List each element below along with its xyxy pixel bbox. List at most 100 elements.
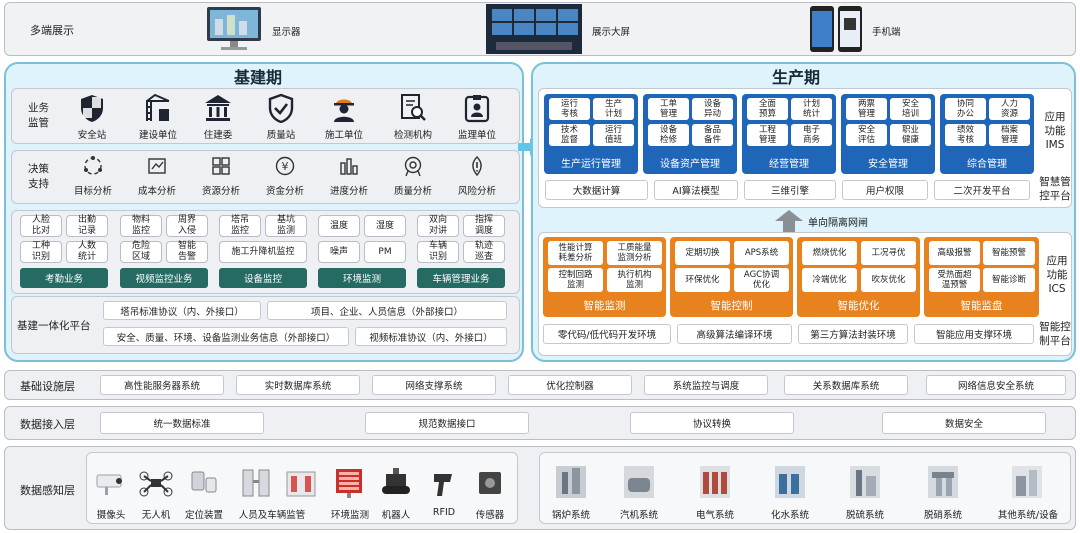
ims-item: 设备 检修 [648, 124, 689, 146]
group-item: 周界 入侵 [166, 215, 208, 237]
device-label: 机器人 [381, 510, 411, 521]
other-systems-icon [1010, 464, 1044, 500]
decision-item-label: 成本分析 [137, 186, 176, 197]
ims-item: 运行 考核 [549, 98, 590, 120]
ims-item: 协同 办公 [945, 98, 986, 120]
group-item: 智能 告警 [166, 241, 208, 263]
business-item-label: 施工单位 [324, 130, 363, 141]
worker-icon [328, 92, 360, 124]
group-item: 塔吊 监控 [219, 215, 261, 237]
ics-card-title: 智能监盘 [960, 300, 1003, 312]
phone-icon [808, 4, 864, 54]
system-label: 汽机系统 [619, 510, 658, 521]
group-item: PM [364, 241, 406, 263]
ims-item: 职业 健康 [890, 124, 931, 146]
ics-item: 受热面超 温预警 [929, 268, 980, 292]
electrical-icon [698, 464, 732, 500]
ics-item: 燃烧优化 [802, 241, 857, 265]
ims-item: 两票 管理 [846, 98, 887, 120]
business-item-label: 安全站 [77, 130, 107, 141]
ics-item: 性能计算 耗差分析 [548, 241, 603, 265]
device-label: 定位装置 [184, 510, 223, 521]
device-label: 摄像头 [96, 510, 126, 521]
smart-mgmt-item: 三维引擎 [744, 180, 836, 200]
ims-item: 档案 管理 [989, 124, 1030, 146]
decision-row [11, 150, 520, 204]
access-item: 数据安全 [882, 412, 1046, 434]
gate-icon [238, 466, 274, 500]
ics-label: 应用 功能 ICS [1046, 255, 1068, 295]
group-title[interactable]: 视频监控业务 [120, 268, 208, 288]
business-item-label: 监理单位 [457, 130, 496, 141]
ics-card-title: 智能控制 [710, 300, 753, 312]
group-title[interactable]: 车辆管理业务 [417, 268, 505, 288]
ics-item: APS系统 [734, 241, 789, 265]
ims-item: 技术 监督 [549, 124, 590, 146]
group-item: 施工升降机监控 [219, 241, 307, 263]
ims-card-title: 设备资产管理 [660, 159, 720, 170]
decision-label: 决策 支持 [28, 163, 49, 190]
ics-item: 工质能量 监测分析 [607, 241, 662, 265]
inspect-icon [397, 92, 429, 124]
ics-item: 工况寻优 [861, 241, 916, 265]
group-item: 车辆 识别 [417, 241, 459, 263]
business-label: 业务 监管 [28, 102, 49, 129]
risk-icon [466, 155, 488, 177]
desulfurization-icon [848, 464, 882, 500]
display-item-label: 展示大屏 [592, 27, 631, 38]
ims-item: 人力 资源 [989, 98, 1030, 120]
infra-item: 网络信息安全系统 [926, 375, 1066, 395]
target-icon [82, 155, 104, 177]
group-title[interactable]: 环境监测 [318, 268, 406, 288]
infra-item: 实时数据库系统 [236, 375, 360, 395]
group-item: 湿度 [364, 215, 406, 237]
ims-item: 安全 评估 [846, 124, 887, 146]
group-item: 危险 区域 [120, 241, 162, 263]
barrier-icon [283, 466, 319, 500]
platform-item: 塔吊标准协议（内、外接口） [103, 301, 261, 320]
display-item-label: 显示器 [272, 27, 301, 38]
ims-item: 设备 异动 [692, 98, 733, 120]
svg-text:¥: ¥ [282, 160, 289, 173]
device-label: RFID [432, 507, 456, 518]
access-item: 规范数据接口 [365, 412, 529, 434]
infra-item: 优化控制器 [508, 375, 632, 395]
production-title: 生产期 [772, 68, 821, 87]
group-title[interactable]: 设备监控 [219, 268, 307, 288]
check-shield-icon [265, 92, 297, 124]
decision-item-label: 资源分析 [201, 186, 240, 197]
access-item: 协议转换 [630, 412, 794, 434]
group-item: 工种 识别 [20, 241, 62, 263]
ims-item: 绩效 考核 [945, 124, 986, 146]
ics-item: 环保优化 [675, 268, 730, 292]
group-title[interactable]: 考勤业务 [20, 268, 108, 288]
business-item-label: 建设单位 [138, 130, 177, 141]
business-item-label: 检测机构 [393, 130, 432, 141]
access-item: 统一数据标准 [100, 412, 264, 434]
group-item: 噪声 [318, 241, 360, 263]
device-label: 环境监测 [330, 510, 369, 521]
display-item-label: 手机端 [872, 27, 901, 38]
infra-item: 系统监控与调度 [644, 375, 768, 395]
rfid-icon [426, 466, 462, 500]
ims-item: 全面 预算 [747, 98, 788, 120]
ics-card-title: 智能监测 [583, 300, 626, 312]
smart-ctrl-label: 智能控 制平台 [1039, 321, 1071, 347]
device-label: 传感器 [475, 510, 505, 521]
robot-icon [378, 466, 414, 500]
locator-icon [186, 466, 222, 500]
group-item: 双向 对讲 [417, 215, 459, 237]
ims-card-title: 经营管理 [769, 159, 809, 170]
ims-label: 应用 功能 IMS [1044, 111, 1066, 151]
ims-item: 计划 统计 [791, 98, 832, 120]
platform-label: 基建一体化平台 [17, 320, 91, 332]
smart-mgmt-item: 二次开发平台 [934, 180, 1030, 200]
ics-item: 智能诊断 [983, 268, 1035, 292]
smart-mgmt-label: 智慧管 控平台 [1039, 176, 1071, 202]
smart-mgmt-item: 大数据计算 [545, 180, 648, 200]
group-item: 人脸 比对 [20, 215, 62, 237]
ims-card-title: 安全管理 [868, 159, 908, 170]
ics-item: 控制回路 监测 [548, 268, 603, 292]
smart-ctrl-item: 第三方算法封装环境 [798, 324, 908, 344]
ims-card-title: 综合管理 [967, 159, 1007, 170]
